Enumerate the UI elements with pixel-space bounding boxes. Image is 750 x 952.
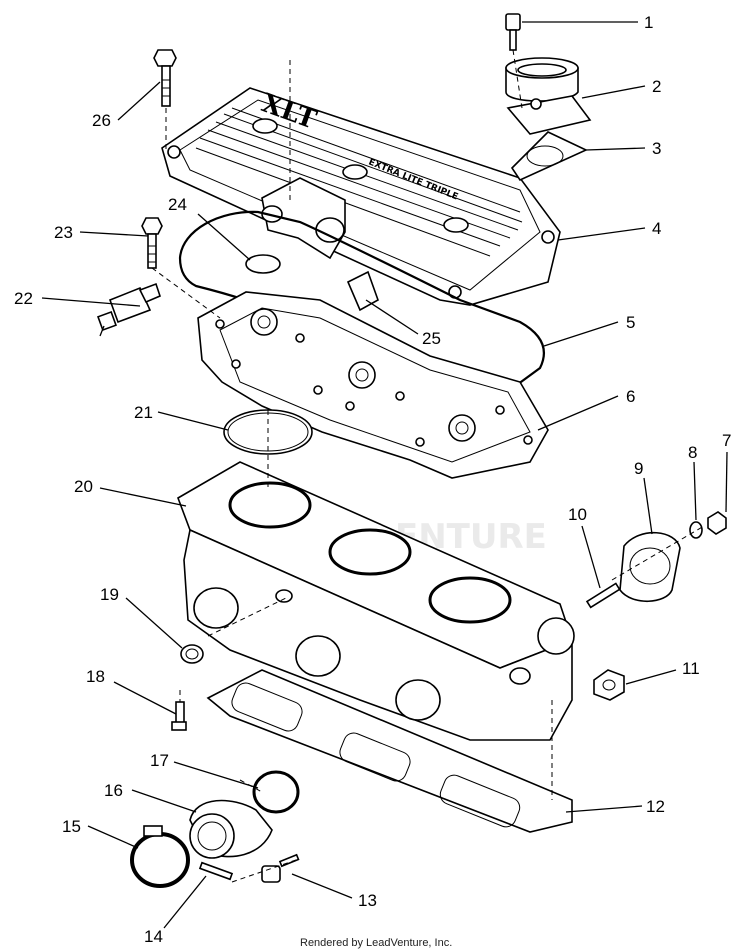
fitting-18: [171, 701, 187, 731]
cylinder-head: [197, 291, 549, 479]
washer-8: [689, 521, 703, 539]
screw-14: [198, 861, 234, 881]
callout-8: 8: [688, 443, 697, 462]
callout-4: 4: [652, 219, 661, 238]
bolt-23: [141, 217, 163, 269]
callout-11: 11: [682, 659, 700, 678]
callout-26: 26: [92, 111, 111, 130]
callout-17: 17: [150, 751, 169, 770]
head-gasket: [177, 461, 573, 669]
callout-9: 9: [634, 459, 643, 478]
screw-13: [261, 853, 300, 883]
callout-5: 5: [626, 313, 635, 332]
outlet-gasket: [510, 131, 588, 182]
cylinder-block: [183, 528, 575, 741]
callout-16: 16: [104, 781, 123, 800]
callout-2: 2: [652, 77, 661, 96]
temperature-sensor: [97, 282, 161, 337]
bolt-26: [153, 49, 177, 107]
o-ring-17: [252, 770, 300, 814]
nut-7: [707, 511, 727, 535]
plug-19: [180, 644, 204, 664]
valve-cover: XLT EXTRA LITE TRIPLE: [161, 87, 561, 312]
callout-21: 21: [134, 403, 153, 422]
callout-25: 25: [422, 329, 441, 348]
water-outlet-housing: [505, 13, 592, 135]
callout-24: 24: [168, 195, 187, 214]
o-ring-24: [245, 254, 281, 274]
callout-labels: 1 2 3 4 5 6 7 8 9 10 11 12 13 14 15 16 1…: [14, 13, 731, 946]
callout-1: 1: [644, 13, 653, 32]
footer-credit: Rendered by LeadVenture, Inc.: [300, 937, 452, 949]
callout-13: 13: [358, 891, 377, 910]
base-gasket: [206, 669, 573, 833]
callout-3: 3: [652, 139, 661, 158]
callout-19: 19: [100, 585, 119, 604]
callout-18: 18: [86, 667, 105, 686]
callout-22: 22: [14, 289, 33, 308]
hose-adapter-16: [189, 799, 273, 859]
callout-15: 15: [62, 817, 81, 836]
callout-12: 12: [646, 797, 665, 816]
callout-23: 23: [54, 223, 73, 242]
callout-20: 20: [74, 477, 93, 496]
stud-10: [585, 582, 621, 609]
cover-gasket-5: [178, 210, 545, 399]
callout-7: 7: [722, 431, 731, 450]
nut-11: [593, 669, 625, 701]
clamp-15: [130, 825, 190, 888]
callout-10: 10: [568, 505, 587, 524]
leader-lines: [41, 21, 728, 929]
callout-6: 6: [626, 387, 635, 406]
outlet-cap-9: [619, 531, 681, 602]
callout-14: 14: [144, 927, 163, 946]
